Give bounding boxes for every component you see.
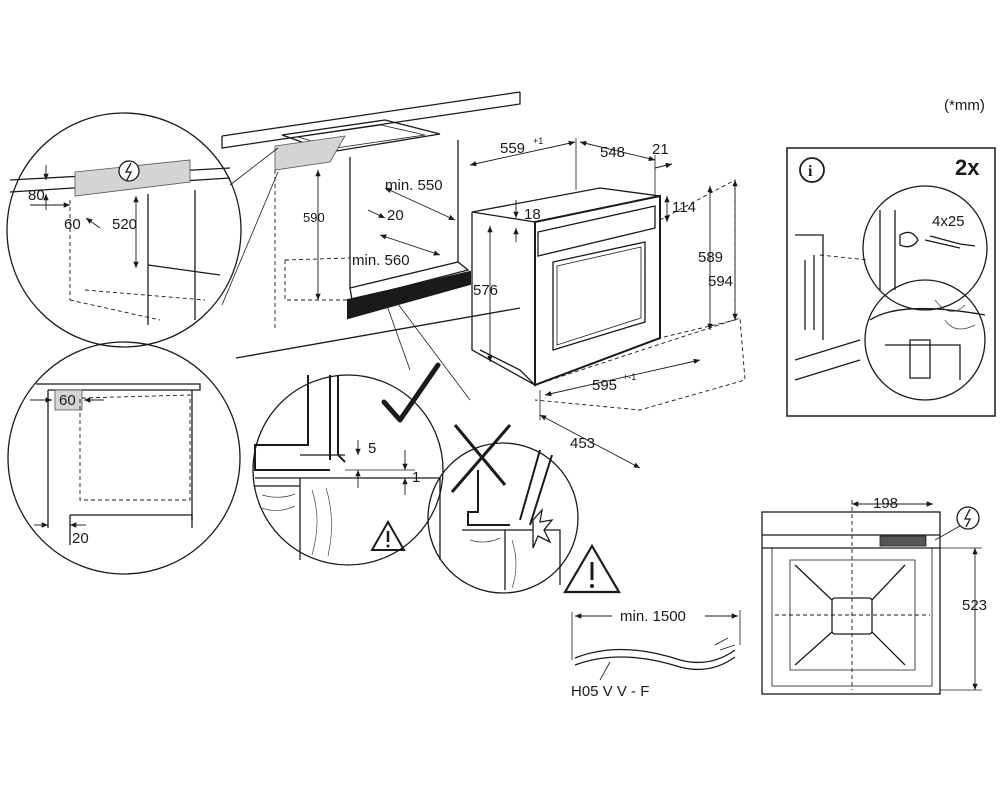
dim-548: 548 bbox=[600, 144, 625, 161]
cable-min-length: min. 1500 bbox=[620, 608, 686, 625]
ok-dim-1: 1 bbox=[412, 469, 420, 486]
detail-incorrect bbox=[427, 424, 579, 594]
front-dim-523: 523 bbox=[962, 597, 987, 614]
front-view: 198 523 bbox=[761, 495, 987, 695]
warning-triangle-icon bbox=[563, 543, 621, 594]
screw-count: 2x bbox=[955, 155, 980, 180]
dim-576: 576 bbox=[473, 282, 498, 299]
dim-589: 589 bbox=[698, 249, 723, 266]
dim-594: 594 bbox=[708, 273, 733, 290]
dim-559: 559 bbox=[500, 140, 525, 157]
electric-hazard-icon bbox=[934, 506, 980, 541]
oven-body: 559 +1 548 21 18 576 114 589 594 595 +-1… bbox=[469, 136, 746, 469]
dim-min-550: min. 550 bbox=[385, 177, 443, 194]
kitchen-cabinet: 590 min. 550 20 min. 560 bbox=[221, 91, 521, 359]
dim-595: 595 bbox=[592, 377, 617, 394]
cable-type: H05 V V - F bbox=[571, 683, 649, 700]
detail-correct: 5 1 bbox=[252, 299, 471, 566]
dim-21: 21 bbox=[652, 141, 669, 158]
cross-icon bbox=[450, 424, 512, 493]
detail-dim-60: 60 bbox=[64, 216, 81, 233]
front-dim-198: 198 bbox=[873, 495, 898, 512]
ok-dim-5: 5 bbox=[368, 440, 376, 457]
dim-114: 114 bbox=[672, 199, 696, 216]
checkmark-icon bbox=[381, 362, 441, 423]
screw-size: 4x25 bbox=[932, 213, 965, 230]
dim-453: 453 bbox=[570, 435, 595, 452]
screw-info-box: i 2x 4x25 bbox=[786, 147, 996, 417]
units-note: (*mm) bbox=[944, 97, 985, 114]
dim-595-tolerance: +-1 bbox=[623, 372, 636, 382]
dim-590: 590 bbox=[303, 210, 325, 225]
dim-min-560: min. 560 bbox=[352, 252, 410, 269]
detail-side: 60 20 bbox=[7, 341, 241, 575]
cable-section: min. 1500 H05 V V - F bbox=[563, 543, 741, 700]
detail-dim-520: 520 bbox=[112, 216, 137, 233]
dim-20-cabinet: 20 bbox=[387, 207, 404, 224]
detail-dim-80: 80 bbox=[28, 187, 45, 204]
dim-18: 18 bbox=[524, 206, 541, 223]
svg-text:i: i bbox=[808, 163, 813, 180]
info-icon: i bbox=[799, 157, 825, 183]
warning-triangle-icon bbox=[370, 519, 406, 551]
detail-countertop: 80 60 520 bbox=[6, 112, 279, 348]
side-dim-60: 60 bbox=[59, 392, 76, 409]
electric-hazard-icon bbox=[118, 160, 140, 182]
side-dim-20: 20 bbox=[72, 530, 89, 547]
dim-559-tolerance: +1 bbox=[533, 136, 543, 146]
